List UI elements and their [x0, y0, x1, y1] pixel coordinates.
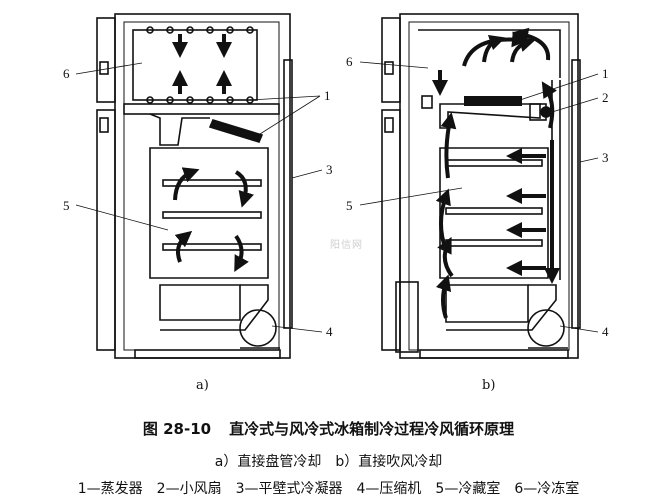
- callout-a-6: 6: [63, 66, 70, 81]
- legend-item-3: 3—平壁式冷凝器: [235, 481, 343, 497]
- airflow-arrows-a: [172, 34, 254, 273]
- leader-line-3: [291, 169, 323, 179]
- door-hinge: [384, 117, 394, 133]
- callout-a-1: 1: [324, 88, 331, 103]
- callout-a-5: 5: [63, 198, 70, 213]
- leader-line-4: [271, 325, 323, 333]
- diagram-canvas: 6 1 3 5 4: [63, 13, 609, 359]
- panel-a-label: a): [196, 378, 209, 393]
- shelf: [162, 211, 262, 219]
- return-air-arrow: [440, 112, 457, 179]
- fridge-loop-arrow: [234, 234, 249, 273]
- fridge-compartment: [439, 147, 549, 279]
- freezer-circulation-arrow: [510, 36, 536, 63]
- callout-b-2: 2: [602, 90, 609, 105]
- freezer-circulation-arrow: [462, 31, 528, 67]
- shelf: [162, 179, 262, 187]
- evaporator-plate: [464, 96, 522, 106]
- leader-line-4: [559, 325, 599, 333]
- legend-item-4: 4—压缩机: [356, 481, 422, 497]
- door-bin: [395, 281, 419, 353]
- drip-funnel: [149, 113, 210, 146]
- return-air-arrow: [437, 236, 454, 278]
- freezer-door: [381, 17, 401, 103]
- watermark-text: 阳信网: [330, 240, 363, 251]
- fridge-compartment: [149, 147, 269, 279]
- door-hinge: [384, 61, 394, 75]
- leader-line-1: [259, 95, 321, 135]
- fridge-door: [381, 109, 401, 351]
- shelf: [445, 239, 543, 247]
- legend-item-6: 6—冷冻室: [514, 481, 580, 497]
- return-air-arrow: [435, 188, 451, 251]
- cabinet-base: [134, 349, 281, 359]
- callout-b-1: 1: [602, 66, 609, 81]
- shelf: [445, 159, 543, 167]
- callout-b-5: 5: [346, 198, 353, 213]
- figure-number: 图 28-10: [142, 420, 212, 438]
- figure-title-text: 直冷式与风冷式冰箱制冷过程冷风循环原理: [229, 420, 515, 438]
- shelf: [445, 207, 543, 215]
- fridge-loop-arrow: [234, 170, 254, 208]
- callouts-a: [75, 62, 323, 333]
- compressor-bay-wall: [160, 284, 269, 331]
- legend-item-1: 1—蒸发器: [77, 481, 143, 497]
- figure-title: 图 28-10 直冷式与风冷式冰箱制冷过程冷风循环原理: [0, 418, 657, 439]
- subcaption-a: a）直接盘管冷却: [214, 454, 322, 470]
- return-air-arrow: [435, 274, 452, 319]
- subcaption-b: b）直接吹风冷却: [335, 454, 443, 470]
- cabinet-base: [419, 349, 569, 359]
- callout-a-4: 4: [326, 324, 333, 339]
- leader-line-3: [579, 157, 599, 163]
- compressor: [527, 309, 565, 347]
- callouts-b: [359, 61, 599, 333]
- fridge-door: [96, 109, 116, 351]
- callout-a-3: 3: [326, 162, 333, 177]
- legend-item-5: 5—冷藏室: [435, 481, 501, 497]
- leader-line-5: [75, 204, 169, 231]
- callout-b-6: 6: [346, 54, 353, 69]
- leader-line-5: [359, 187, 463, 206]
- compressor-bay-wall: [446, 284, 557, 331]
- freezer-circulation-arrow: [482, 34, 506, 63]
- airflow-arrows-b: [432, 27, 560, 319]
- ice-tray: [421, 95, 433, 109]
- freezer-compartment: [132, 29, 258, 101]
- panel-b-label: b): [482, 378, 496, 393]
- legend-item-2: 2—小风扇: [156, 481, 222, 497]
- compartment-divider: [123, 103, 280, 115]
- crisper-drawer: [445, 284, 529, 323]
- door-hinge: [99, 61, 109, 75]
- fridge-loop-arrow: [173, 167, 200, 201]
- callout-b-3: 3: [602, 150, 609, 165]
- freezer-compartment: [418, 29, 561, 78]
- callout-b-4: 4: [602, 324, 609, 339]
- door-hinge: [99, 117, 109, 133]
- figure-legend: 1—蒸发器 2—小风扇 3—平壁式冷凝器 4—压缩机 5—冷藏室 6—冷冻室: [0, 478, 657, 498]
- compressor: [239, 309, 277, 347]
- leader-line-2: [551, 97, 599, 113]
- leader-line-6: [359, 61, 429, 69]
- freezer-circulation-arrow: [512, 27, 551, 61]
- shelf: [162, 243, 262, 251]
- rear-condenser: [571, 59, 581, 329]
- freezer-door: [96, 17, 116, 103]
- cabinet-inner-wall: [408, 21, 570, 351]
- fridge-loop-arrow: [174, 230, 193, 263]
- evaporator-coil-top: [146, 26, 254, 34]
- fridge-evaporator: [208, 119, 264, 143]
- crisper-drawer: [159, 284, 241, 321]
- small-fan: [540, 106, 552, 118]
- leader-line-1: [249, 95, 321, 101]
- leader-line-1: [519, 73, 599, 101]
- compartment-divider: [439, 103, 541, 129]
- figure-subcaptions: a）直接盘管冷却 b）直接吹风冷却: [0, 451, 657, 471]
- leader-line-6: [75, 62, 143, 75]
